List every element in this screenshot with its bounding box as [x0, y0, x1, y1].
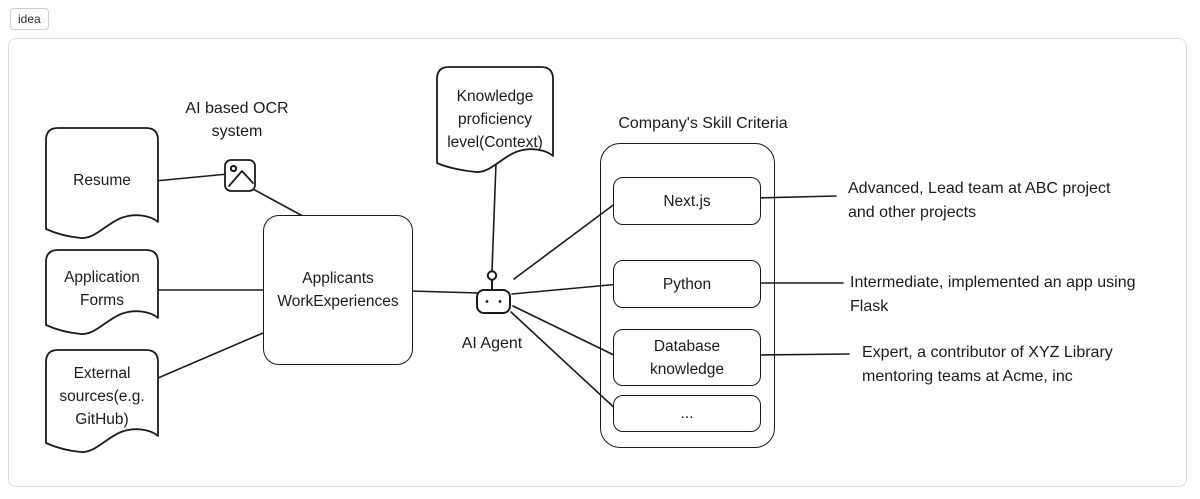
criteria-title: Company's Skill Criteria — [618, 115, 788, 132]
annotation-nextjs-line2: and other projects — [848, 204, 977, 221]
knowledge-shape[interactable] — [436, 66, 554, 173]
frame-label-badge[interactable]: idea — [10, 8, 49, 30]
skill-box-more[interactable]: ... — [613, 395, 761, 432]
skill-label-more: ... — [680, 405, 694, 422]
knowledge-label-text: Knowledge proficiency level(Context) — [447, 88, 543, 151]
connector-resume-ocr — [154, 173, 229, 182]
annotation-database: Expert, a contributor of XYZ Library men… — [862, 341, 1113, 389]
ai-agent-label: AI Agent — [461, 335, 523, 352]
application-forms-label: Application Forms — [46, 250, 158, 328]
diagram-frame — [8, 38, 1187, 487]
application-forms-shape[interactable] — [45, 249, 159, 335]
annotation-python: Intermediate, implemented an app using F… — [850, 271, 1136, 319]
skill-label-python: Python — [662, 275, 712, 293]
resume-label: Resume — [46, 128, 158, 232]
skill-label-database: Database knowledge — [649, 337, 725, 378]
external-sources-shape[interactable] — [45, 349, 159, 453]
skill-box-database[interactable]: Database knowledge — [613, 329, 761, 386]
resume-label-text: Resume — [73, 171, 131, 189]
annotation-nextjs-line1: Advanced, Lead team at ABC project — [848, 180, 1111, 197]
annotation-nextjs: Advanced, Lead team at ABC project and o… — [848, 177, 1110, 225]
image-icon[interactable] — [224, 159, 256, 192]
ocr-system-label: AI based OCR system — [185, 100, 289, 140]
document-shapes — [45, 66, 554, 453]
connector-agent-python — [511, 283, 621, 295]
annotation-python-line1: Intermediate, implemented an app using — [850, 274, 1136, 291]
robot-icon[interactable] — [476, 270, 511, 314]
connector-knowledge-agent — [491, 162, 497, 272]
knowledge-label: Knowledge proficiency level(Context) — [437, 67, 553, 172]
connector-agent-database — [512, 305, 621, 359]
connector-agent-dots — [510, 311, 621, 414]
connector-lines — [154, 162, 850, 414]
skill-criteria-container[interactable] — [600, 143, 775, 448]
connector-external-applicants — [157, 329, 271, 379]
applicants-workexperiences-box[interactable]: Applicants WorkExperiences — [263, 215, 413, 365]
annotation-database-line2: mentoring teams at Acme, inc — [862, 368, 1073, 385]
application-forms-label-text: Application Forms — [64, 269, 140, 309]
resume-shape[interactable] — [45, 127, 159, 239]
skill-label-nextjs: Next.js — [663, 192, 711, 210]
external-sources-label-text: External sources(e.g. GitHub) — [59, 364, 145, 428]
skill-box-nextjs[interactable]: Next.js — [613, 177, 761, 225]
skill-box-python[interactable]: Python — [613, 260, 761, 308]
connector-database-annotation — [754, 353, 850, 356]
annotation-python-line2: Flask — [850, 298, 889, 315]
connector-ocr-applicants — [252, 188, 311, 221]
applicants-workexperiences-label: Applicants WorkExperiences — [277, 270, 399, 310]
external-sources-label: External sources(e.g. GitHub) — [46, 350, 158, 442]
connector-applicants-agent — [409, 290, 480, 294]
connector-agent-nextjs — [513, 199, 621, 280]
annotation-database-line1: Expert, a contributor of XYZ Library — [862, 344, 1113, 361]
connector-nextjs-annotation — [754, 195, 837, 199]
